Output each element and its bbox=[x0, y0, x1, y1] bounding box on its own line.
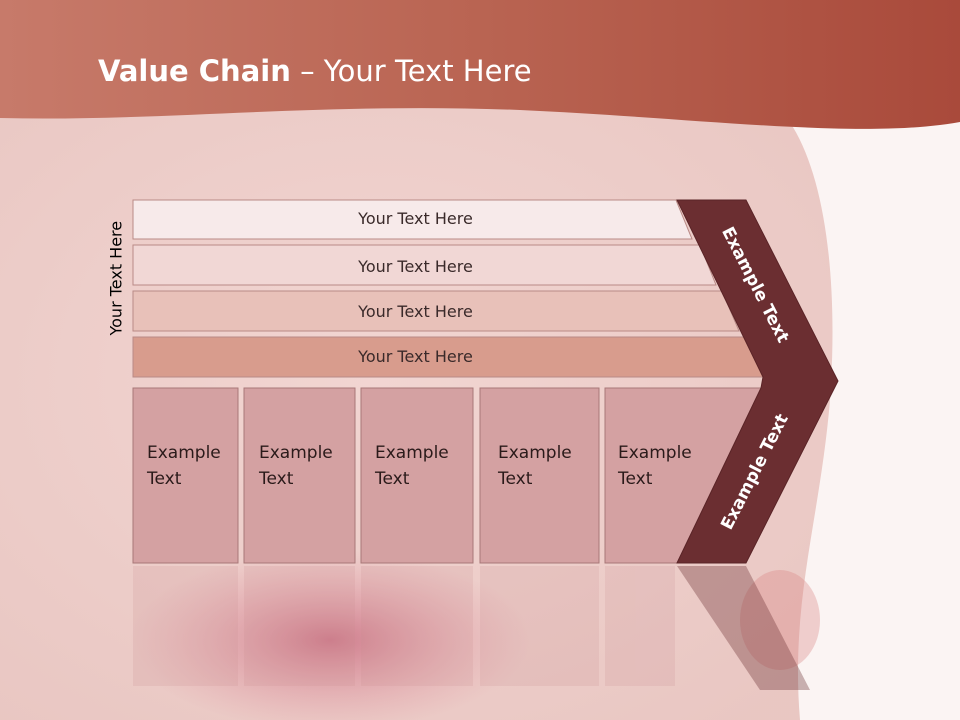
slide-title: Value Chain – Your Text Here bbox=[98, 54, 532, 88]
bar-4-label: Your Text Here bbox=[358, 347, 473, 366]
box-4 bbox=[479, 387, 600, 564]
bar-3-label: Your Text Here bbox=[358, 302, 473, 321]
box-5-label: Example Text bbox=[618, 440, 692, 492]
box-5-line-2: Text bbox=[618, 469, 653, 489]
box-5-line-1: Example bbox=[618, 443, 692, 463]
chevron-reflection bbox=[677, 566, 810, 690]
title-bold: Value Chain bbox=[98, 54, 291, 88]
bar-1 bbox=[132, 199, 693, 240]
box-3-label: Example Text bbox=[375, 440, 449, 492]
box-2-label: Example Text bbox=[259, 440, 333, 492]
box-1 bbox=[132, 387, 239, 564]
box-2-line-2: Text bbox=[259, 469, 294, 489]
box-2 bbox=[243, 387, 356, 564]
box-3-line-1: Example bbox=[375, 443, 449, 463]
header-banner bbox=[0, 0, 960, 129]
bar-3 bbox=[132, 290, 740, 332]
box-2-line-1: Example bbox=[259, 443, 333, 463]
bar-2-label: Your Text Here bbox=[358, 257, 473, 276]
box-4-line-2: Text bbox=[498, 469, 533, 489]
title-rest: – Your Text Here bbox=[290, 54, 532, 88]
box-4-label: Example Text bbox=[498, 440, 572, 492]
box-1-label: Example Text bbox=[147, 440, 221, 492]
box-3 bbox=[360, 387, 474, 564]
box-3-line-2: Text bbox=[375, 469, 410, 489]
box-1-line-2: Text bbox=[147, 469, 182, 489]
box-4-line-1: Example bbox=[498, 443, 572, 463]
bar-1-label: Your Text Here bbox=[358, 209, 473, 228]
reflection bbox=[133, 566, 675, 686]
chevron-arrow bbox=[676, 199, 839, 564]
box-1-line-1: Example bbox=[147, 443, 221, 463]
bar-2 bbox=[132, 244, 717, 286]
